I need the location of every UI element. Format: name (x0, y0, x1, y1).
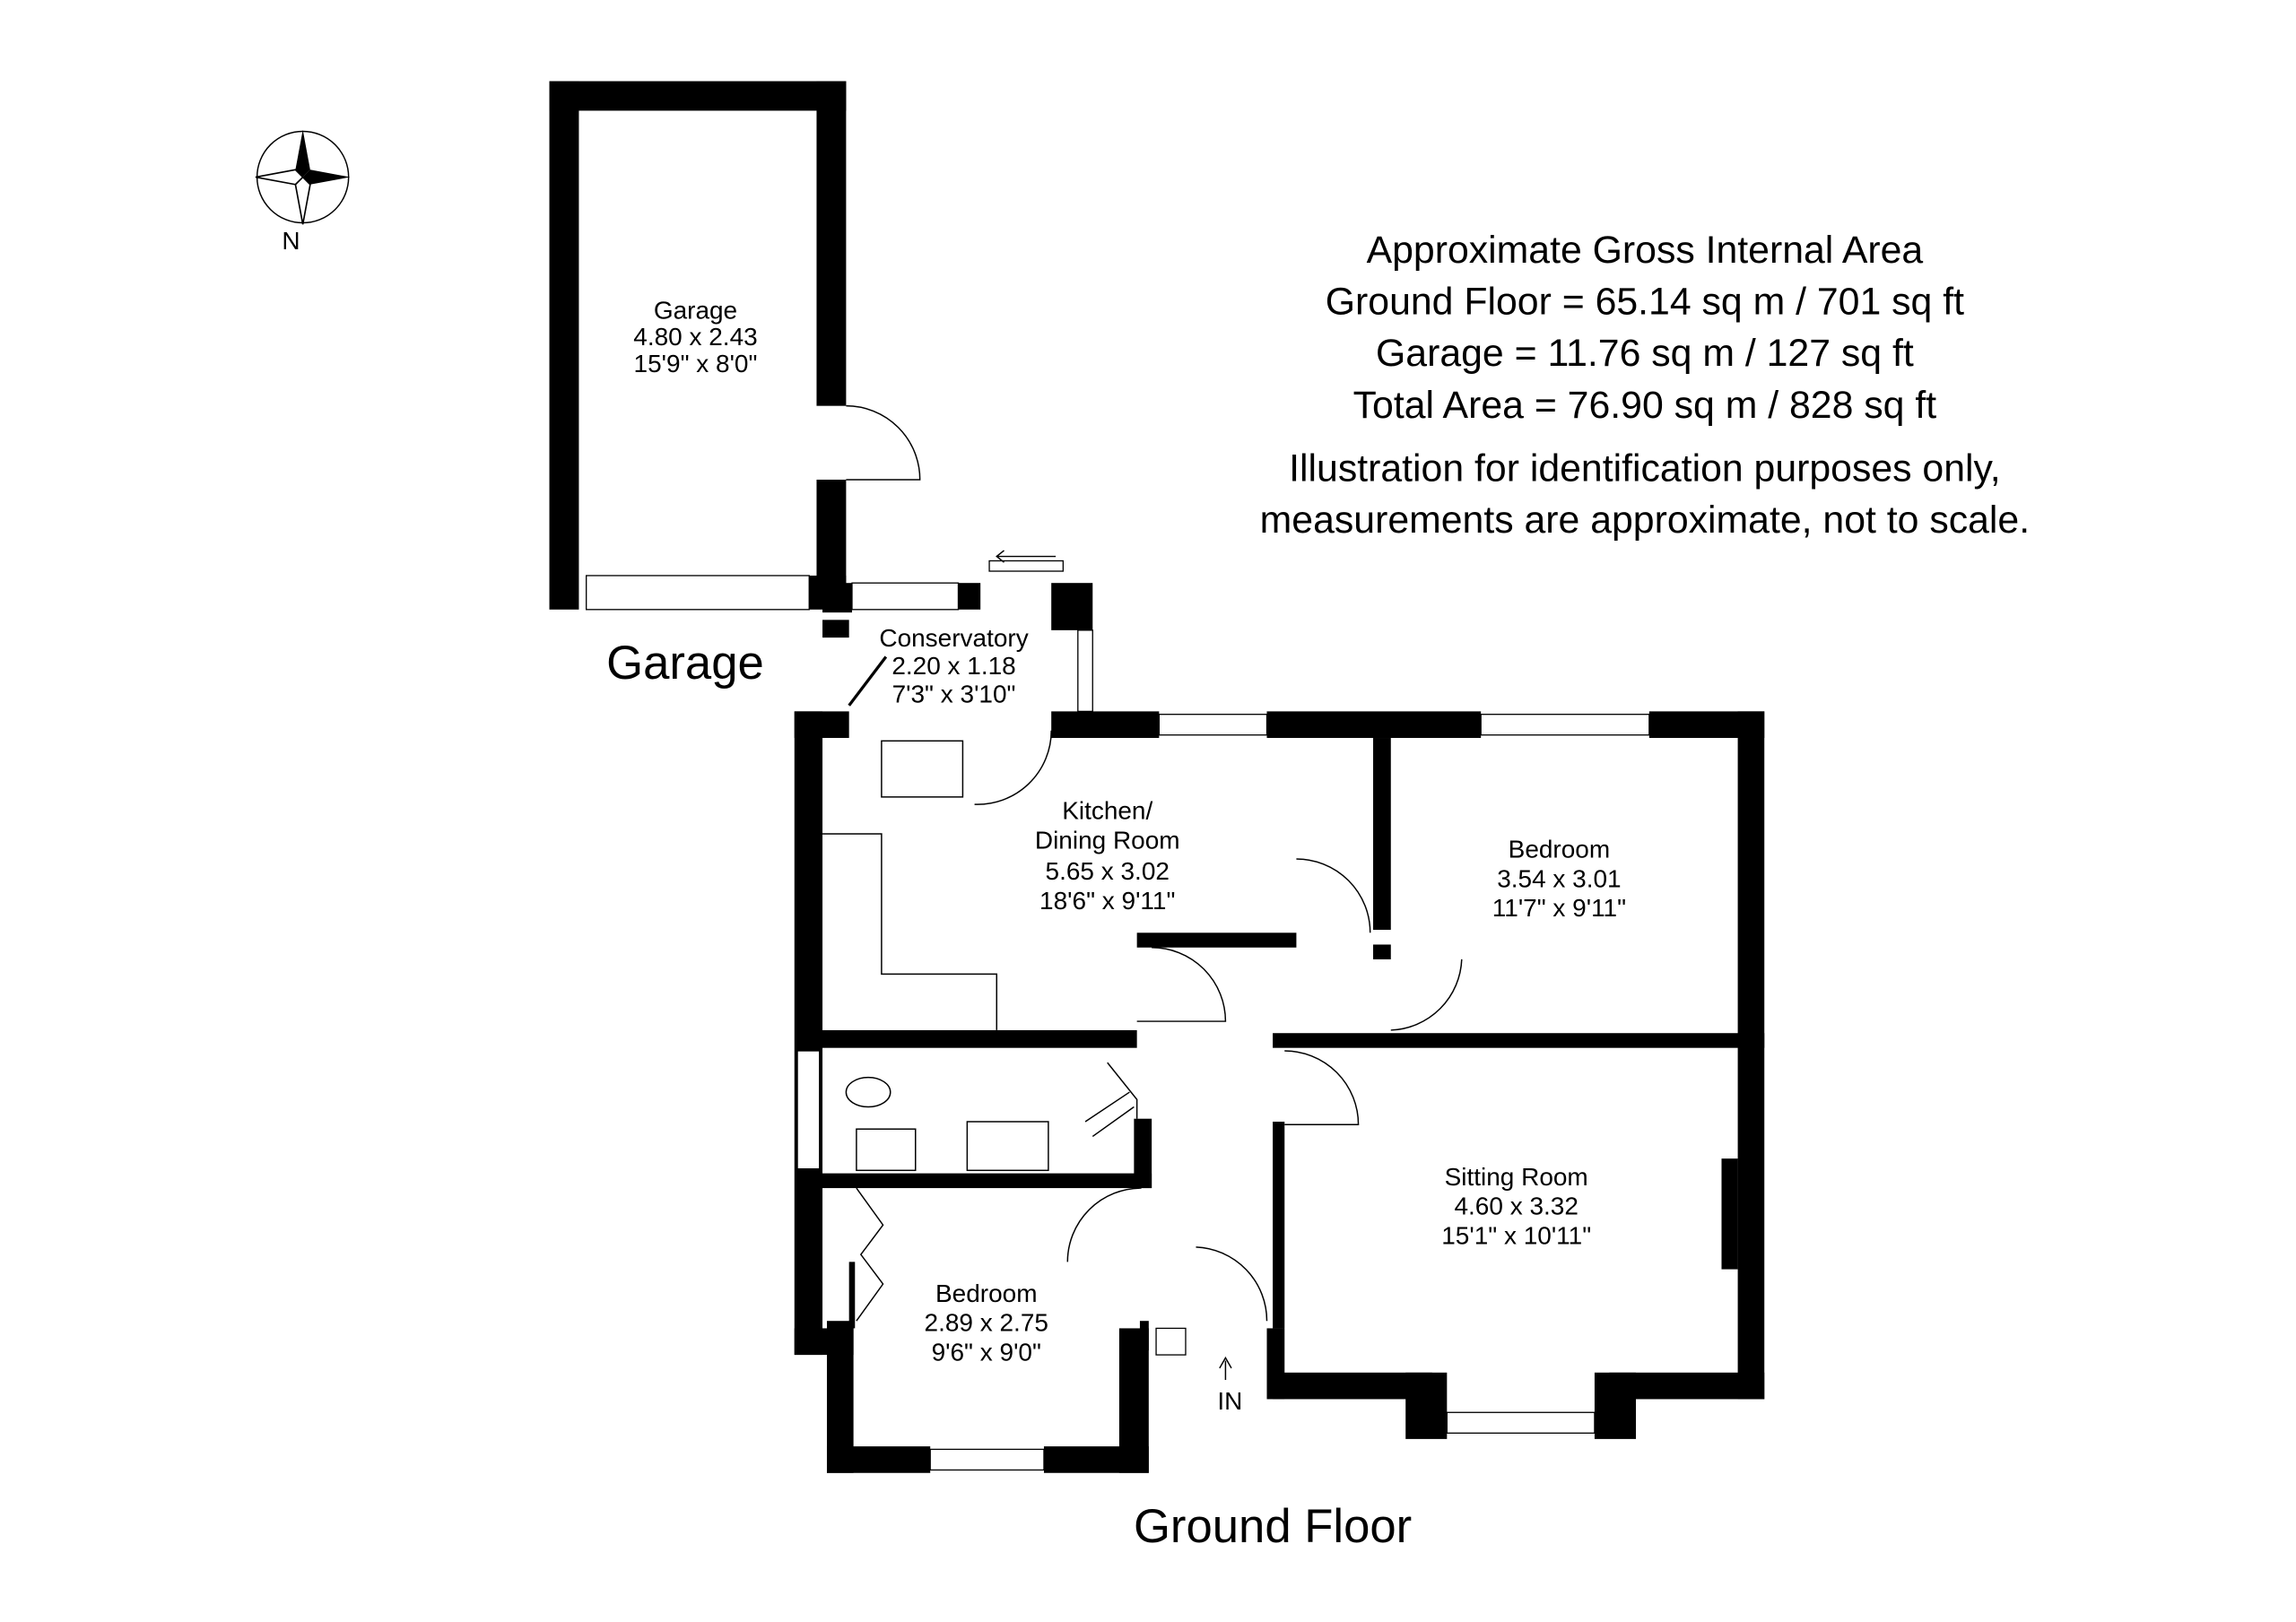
room-imperial: 7'3" x 3'10" (892, 681, 1016, 708)
garage-floor-label: Garage (606, 637, 764, 690)
room-name: Garage (654, 297, 737, 325)
garage-walls (549, 81, 921, 611)
garage-door (586, 575, 810, 611)
room-name: Bedroom (1509, 835, 1611, 863)
garage-side-door (846, 404, 921, 481)
entrance-label: IN (1217, 1387, 1242, 1415)
room-imperial: 11'7" x 9'11" (1492, 894, 1626, 922)
area-garage: Garage = 11.76 sq m / 127 sq ft (1376, 332, 1914, 375)
room-metric: 3.54 x 3.01 (1497, 864, 1621, 892)
room-metric: 4.60 x 3.32 (1454, 1193, 1578, 1220)
room-imperial: 15'1" x 10'11" (1441, 1222, 1591, 1250)
room-conservatory: Conservatory 2.20 x 1.18 7'3" x 3'10" (879, 624, 1028, 708)
room-name: Conservatory (879, 624, 1028, 652)
interior-walls (819, 730, 1765, 1381)
room-name: Bedroom (935, 1279, 1038, 1307)
ground-floor-label: Ground Floor (1134, 1500, 1412, 1553)
room-name: Kitchen/ (1062, 797, 1152, 825)
area-title: Approximate Gross Internal Area (1367, 229, 1924, 272)
room-metric: 2.20 x 1.18 (891, 652, 1015, 680)
room-imperial: 18'6" x 9'11" (1039, 887, 1175, 915)
room-metric: 2.89 x 2.75 (925, 1309, 1048, 1337)
room-imperial: 15'9" x 8'0" (634, 350, 758, 377)
house-walls (794, 711, 1765, 1473)
compass-north-label: N (282, 227, 300, 255)
area-total: Total Area = 76.90 sq m / 828 sq ft (1353, 384, 1937, 427)
compass-icon (255, 129, 351, 225)
conservatory-walls (822, 550, 1093, 713)
room-kitchen-dining: Kitchen/ Dining Room 5.65 x 3.02 18'6" x… (1035, 797, 1180, 915)
room-imperial: 9'6" x 9'0" (932, 1339, 1041, 1366)
room-metric: 5.65 x 3.02 (1046, 857, 1170, 885)
room-garage: Garage 4.80 x 2.43 15'9" x 8'0" (633, 297, 757, 377)
room-bedroom-1: Bedroom 3.54 x 3.01 11'7" x 9'11" (1492, 835, 1626, 922)
disclaimer-line-2: measurements are approximate, not to sca… (1260, 499, 2030, 542)
room-bedroom-2: Bedroom 2.89 x 2.75 9'6" x 9'0" (925, 1279, 1048, 1366)
room-name-line2: Dining Room (1035, 826, 1180, 854)
area-summary: Approximate Gross Internal Area Ground F… (1260, 229, 2030, 542)
disclaimer-line-1: Illustration for identification purposes… (1289, 447, 2000, 490)
room-metric: 4.80 x 2.43 (633, 323, 757, 351)
room-sitting-room: Sitting Room 4.60 x 3.32 15'1" x 10'11" (1441, 1163, 1591, 1250)
area-ground-floor: Ground Floor = 65.14 sq m / 701 sq ft (1326, 281, 1964, 324)
room-name: Sitting Room (1445, 1163, 1588, 1191)
